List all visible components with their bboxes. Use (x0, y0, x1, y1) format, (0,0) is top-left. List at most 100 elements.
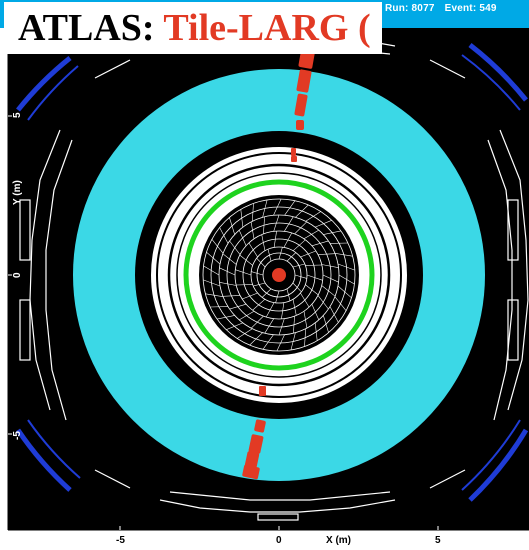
hit-top-4 (296, 120, 304, 130)
title-prefix: ATLAS: (18, 7, 164, 49)
detector-module-edge (252, 203, 254, 222)
detector-module-edge (222, 295, 241, 297)
inner-detector-spokes (203, 198, 355, 352)
detector-module-edge (286, 252, 297, 262)
detector-module-edge (217, 315, 235, 320)
detector-module-edge (261, 234, 266, 251)
muon-chamber-top-left (16, 56, 72, 112)
detector-module-edge (334, 253, 353, 257)
detector-module-edge (273, 198, 282, 216)
muon-chamber-bottom-left-2 (27, 419, 81, 479)
y-tick-0: 0 (12, 272, 23, 278)
detector-module-edge (238, 229, 247, 246)
detector-module-edge (323, 315, 329, 333)
detector-module-edge (317, 253, 336, 255)
muon-chamber-top-left-2 (27, 65, 79, 121)
hit-top-3 (294, 93, 308, 117)
x-tick-minus5: -5 (116, 535, 125, 546)
detector-module-edge (303, 229, 319, 240)
detector-module-edge (249, 332, 263, 346)
hit-bottom-4 (244, 451, 260, 469)
hit-bottom-5 (242, 464, 260, 480)
detector-module-edge (273, 214, 280, 232)
hit-top-5 (291, 148, 296, 156)
detector-module-edge (250, 221, 255, 239)
y-tick-5: 5 (12, 112, 23, 118)
detector-module-edge (305, 284, 319, 296)
detector-module-edge (334, 296, 347, 311)
detector-module-edge (262, 199, 268, 218)
detector-module-edge (337, 285, 352, 299)
detector-module-edge (294, 221, 308, 235)
solenoid (183, 179, 375, 371)
hit-bottom-1 (259, 386, 266, 396)
x-axis-label: X (m) (326, 535, 351, 546)
detector-module-edge (219, 282, 237, 286)
detector-module-edge (329, 306, 339, 323)
detector-module-edge (283, 232, 293, 248)
detector-module-edge (337, 263, 355, 271)
detector-module-edge (248, 242, 258, 258)
title-highlight: Tile-LARG ( (163, 7, 371, 49)
detector-module-edge (262, 334, 274, 350)
detector-module-edge (222, 253, 237, 265)
hit-bottom-3 (248, 434, 264, 454)
detector-module-edge (292, 299, 297, 316)
detector-module-edge (300, 250, 316, 258)
x-tick-5: 5 (435, 535, 441, 546)
detector-module-edge (284, 216, 294, 232)
detector-module-edge (229, 217, 235, 235)
detector-module-edge (219, 267, 236, 276)
detector-module-edge (229, 303, 247, 310)
detector-module-edge (281, 302, 285, 319)
detector-module-edge (292, 282, 302, 293)
detector-module-edge (252, 298, 266, 311)
muon-chamber-top-right (468, 43, 528, 102)
detector-module-edge (203, 265, 220, 276)
y-axis-label: Y (m) (12, 180, 23, 205)
event-number: Event: 549 (444, 3, 497, 14)
detector-module-edge (261, 288, 272, 298)
muon-chamber-top-right-2 (461, 54, 521, 111)
run-info: Run: 8077 Event: 549 (385, 3, 507, 14)
detector-module-edge (317, 295, 329, 310)
detector-module-edge (251, 271, 264, 276)
detector-module-edge (292, 239, 306, 252)
detector-module-edge (306, 274, 323, 281)
detector-module-edge (278, 247, 283, 260)
detector-module-edge (226, 322, 243, 330)
x-tick-0: 0 (276, 535, 282, 546)
detector-module-edge (322, 274, 339, 283)
detector-module-edge (276, 334, 285, 352)
detector-module-edge (278, 318, 285, 336)
detector-module-edge (239, 254, 253, 266)
detector-module-edge (265, 302, 275, 318)
detector-module-edge (211, 239, 224, 254)
detector-module-edge (239, 310, 255, 321)
detector-module-edge (338, 274, 355, 285)
detector-module-edge (205, 293, 224, 297)
detector-module-edge (256, 257, 266, 268)
muon-chambers (15, 43, 529, 502)
detector-module-edge (229, 240, 241, 255)
detector-module-edge (305, 211, 321, 222)
detector-module-edge (295, 204, 309, 218)
muon-chamber-bottom-right-2 (461, 419, 521, 491)
detector-module-edge (300, 292, 310, 308)
detector-module-edge (250, 315, 264, 329)
hit-top-2 (296, 69, 312, 93)
detector-module-edge (242, 292, 258, 300)
detector-module-edge (235, 269, 252, 276)
axes: -5 0 5 X (m) 5 0 -5 Y (m) (7, 28, 529, 546)
y-tick-minus5: -5 (12, 431, 23, 440)
page-title: ATLAS: Tile-LARG ( (4, 2, 382, 54)
detector-module-edge (311, 240, 329, 247)
detector-module-edge (219, 227, 229, 244)
muon-chamber-bottom-right (468, 428, 529, 502)
detector-module-edge (321, 285, 336, 297)
vertex-hit (272, 268, 286, 282)
detector-module-edge (203, 279, 221, 287)
run-number: Run: 8077 (385, 3, 435, 14)
detector-module-edge (263, 216, 265, 234)
